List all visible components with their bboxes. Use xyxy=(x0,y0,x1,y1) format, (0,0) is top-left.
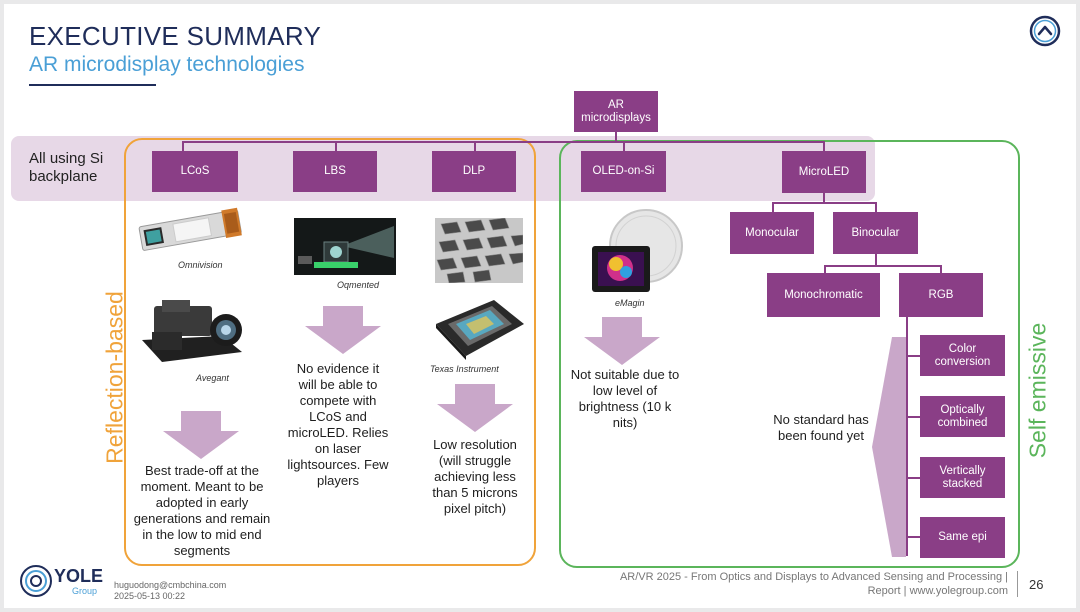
texas-dlp-chip-image xyxy=(428,294,528,362)
down-arrow-icon xyxy=(305,306,381,359)
connector xyxy=(772,202,774,212)
page-subtitle: AR microdisplay technologies xyxy=(29,53,305,76)
si-backplane-label: All using Si backplane xyxy=(29,150,104,185)
connector xyxy=(875,202,877,212)
connector xyxy=(824,265,826,273)
oled-on-si-box: OLED-on-Si xyxy=(581,151,666,192)
connector xyxy=(824,265,941,267)
oled-note: Not suitable due to low level of brightn… xyxy=(570,367,680,430)
report-title: AR/VR 2025 - From Optics and Displays to… xyxy=(564,570,1008,598)
report-line-1: AR/VR 2025 - From Optics and Displays to… xyxy=(619,571,1008,583)
connector xyxy=(615,132,617,142)
footer-divider xyxy=(1017,571,1018,597)
emagin-caption: eMagin xyxy=(615,298,645,308)
lcos-box: LCoS xyxy=(152,151,238,192)
connector xyxy=(875,254,877,266)
microled-box: MicroLED xyxy=(782,151,866,193)
user-email: huguodong@cmbchina.com xyxy=(114,580,227,590)
omnivision-caption: Omnivision xyxy=(178,260,223,270)
connector xyxy=(772,202,876,204)
reflection-based-frame xyxy=(124,138,536,566)
oqmented-lbs-image xyxy=(294,218,396,275)
lcos-note: Best trade-off at the moment. Meant to b… xyxy=(133,463,271,558)
dlp-mirror-array-image xyxy=(435,217,524,284)
binocular-box: Binocular xyxy=(833,212,918,254)
self-emissive-label: Self emissive xyxy=(1024,322,1051,459)
logo-sub-text: Group xyxy=(72,586,98,596)
oqmented-caption: Oqmented xyxy=(337,280,380,290)
same-epi-box: Same epi xyxy=(920,517,1005,558)
down-arrow-icon xyxy=(584,317,660,370)
monochromatic-box: Monochromatic xyxy=(767,273,880,317)
omnivision-lcos-image xyxy=(134,204,249,254)
dlp-note: Low resolution (will struggle achieving … xyxy=(432,437,518,516)
report-line-2: Report | www.yolegroup.com xyxy=(867,585,1008,597)
texas-instrument-caption: Texas Instrument xyxy=(430,364,499,374)
connector xyxy=(906,416,920,418)
page-number: 26 xyxy=(1029,577,1044,592)
rgb-box: RGB xyxy=(899,273,983,317)
connector xyxy=(906,536,920,538)
connector xyxy=(906,317,908,556)
slide: EXECUTIVE SUMMARY AR microdisplay techno… xyxy=(4,4,1076,608)
lbs-box: LBS xyxy=(293,151,377,192)
bracket-arrow-icon xyxy=(872,337,906,562)
connector xyxy=(823,193,825,203)
title-underline xyxy=(29,84,156,86)
page-title: EXECUTIVE SUMMARY xyxy=(29,21,322,51)
logo-main-text: YOLE xyxy=(54,566,104,586)
connector xyxy=(623,141,625,151)
connector xyxy=(823,141,825,151)
connector xyxy=(906,355,920,357)
connector xyxy=(182,141,184,151)
avegant-lcos-image xyxy=(132,296,262,376)
color-conversion-box: Color conversion xyxy=(920,335,1005,376)
ar-microdisplays-box: AR microdisplays xyxy=(574,91,658,132)
avegant-caption: Avegant xyxy=(196,373,229,383)
connector xyxy=(474,141,476,151)
optically-combined-box: Optically combined xyxy=(920,396,1005,437)
connector xyxy=(182,141,824,143)
timestamp: 2025-05-13 00:22 xyxy=(114,591,186,601)
connector xyxy=(335,141,337,151)
lbs-note: No evidence it will be able to compete w… xyxy=(287,361,389,488)
connector xyxy=(906,477,920,479)
dlp-box: DLP xyxy=(432,151,516,192)
emagin-oled-image xyxy=(586,206,698,298)
scroll-up-icon[interactable] xyxy=(1029,15,1061,47)
down-arrow-icon xyxy=(163,411,239,464)
reflection-based-label: Reflection-based xyxy=(101,291,128,464)
vertically-stacked-box: Vertically stacked xyxy=(920,457,1005,498)
monocular-box: Monocular xyxy=(730,212,814,254)
rgb-note: No standard has been found yet xyxy=(773,412,869,443)
connector xyxy=(940,265,942,273)
down-arrow-icon xyxy=(437,384,513,437)
yole-logo xyxy=(19,564,53,598)
